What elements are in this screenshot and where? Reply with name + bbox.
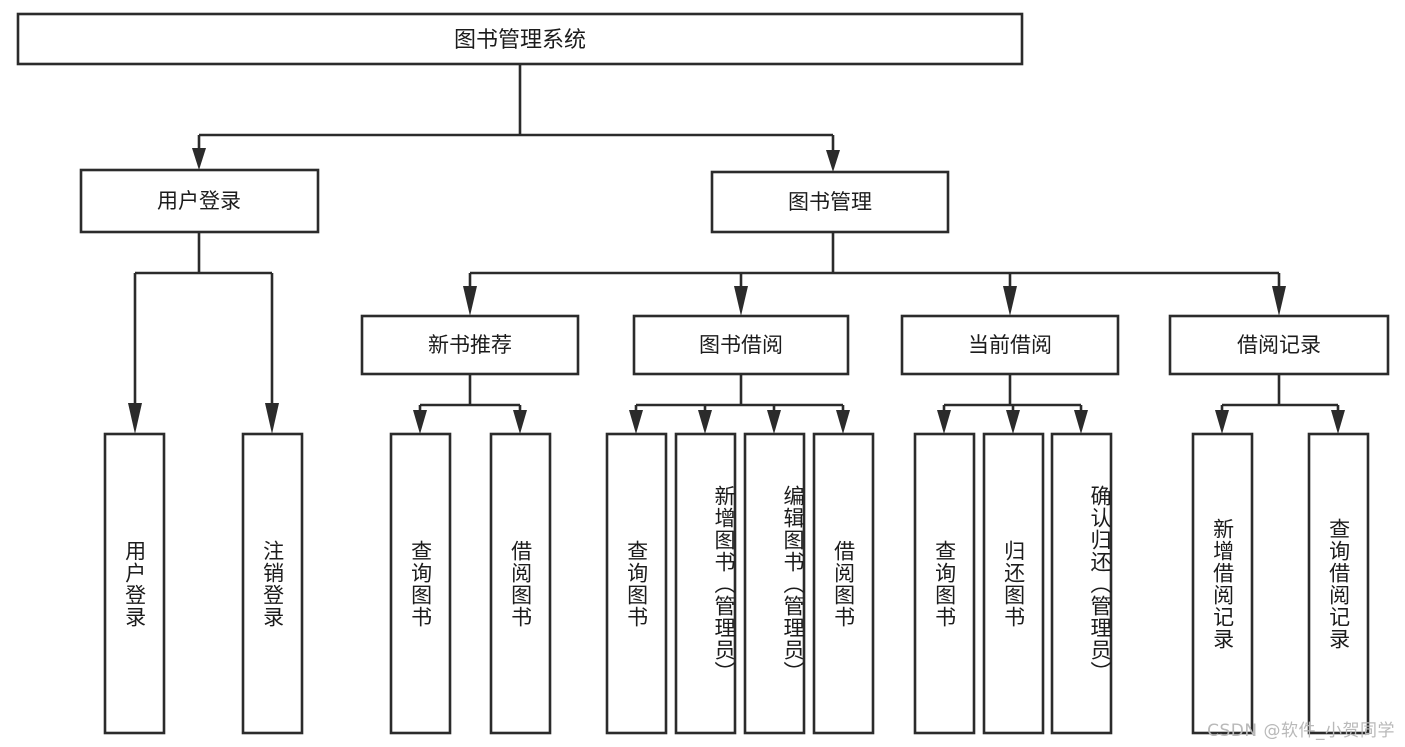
arrow-borrow-leaf-1 — [629, 410, 643, 434]
node-user-login-label: 用户登录 — [157, 189, 241, 213]
csdn-watermark: CSDN @软件_小贺同学 — [1207, 721, 1395, 741]
connector-group-userlogin-to-leaves — [128, 232, 279, 434]
node-borrow-record[interactable]: 借阅记录 — [1168, 314, 1390, 376]
node-book-borrow-box[interactable] — [632, 314, 850, 376]
arrow-userlogin-leaf-2 — [265, 403, 279, 434]
connector-group-borrow-to-leaves — [629, 374, 850, 434]
arrow-current-leaf-3 — [1074, 410, 1088, 434]
arrow-newbook-leaf-2 — [513, 410, 527, 434]
connector-group-current-to-leaves — [937, 374, 1088, 434]
connector-group-newbook-to-leaves — [413, 374, 527, 434]
arrow-bookmgmt-to-borrow — [734, 286, 748, 316]
node-book-borrow[interactable]: 图书借阅 — [632, 314, 850, 376]
arrow-borrow-leaf-2 — [698, 410, 712, 434]
arrow-bookmgmt-to-new-book — [463, 286, 477, 316]
node-book-management[interactable]: 图书管理 — [710, 170, 950, 234]
node-root-label: 图书管理系统 — [454, 28, 586, 53]
leaf-box-edit-book-admin[interactable] — [743, 432, 806, 735]
leaf-box-query-borrow-record[interactable] — [1307, 432, 1370, 735]
node-borrow-record-label: 借阅记录 — [1237, 333, 1321, 357]
arrow-current-leaf-1 — [937, 410, 951, 434]
leaf-box-return-books[interactable] — [982, 432, 1045, 735]
connector-group-record-to-leaves — [1215, 374, 1345, 434]
leaf-box-borrow-books-newbook[interactable] — [489, 432, 552, 735]
leaf-box-confirm-return-admin[interactable] — [1050, 432, 1113, 735]
node-root-box[interactable] — [16, 12, 1024, 66]
connector-group-root-to-level2 — [192, 64, 840, 172]
leaf-box-logout[interactable] — [241, 432, 304, 735]
arrow-root-to-user-login — [192, 148, 206, 170]
arrow-bookmgmt-to-record — [1272, 286, 1286, 316]
arrow-borrow-leaf-4 — [836, 410, 850, 434]
leaf-box-query-books-newbook[interactable] — [389, 432, 452, 735]
leaf-box-query-books-current[interactable] — [913, 432, 976, 735]
leaf-box-add-book-admin[interactable] — [674, 432, 737, 735]
leaf-box-borrow-books[interactable] — [812, 432, 875, 735]
arrow-userlogin-leaf-1 — [128, 403, 142, 434]
node-root[interactable]: 图书管理系统 — [16, 12, 1024, 66]
arrow-borrow-leaf-3 — [767, 410, 781, 434]
node-book-management-label: 图书管理 — [788, 190, 872, 214]
node-new-book-recommend-label: 新书推荐 — [428, 333, 512, 357]
node-new-book-recommend-box[interactable] — [360, 314, 580, 376]
node-new-book-recommend[interactable]: 新书推荐 — [360, 314, 580, 376]
connector-group-bookmgmt-to-level3 — [463, 232, 1286, 316]
arrow-newbook-leaf-1 — [413, 410, 427, 434]
leaf-box-add-borrow-record[interactable] — [1191, 432, 1254, 735]
leaf-box-query-books-borrow[interactable] — [605, 432, 668, 735]
arrow-current-leaf-2 — [1006, 410, 1020, 434]
arrow-record-leaf-1 — [1215, 410, 1229, 434]
node-borrow-record-box[interactable] — [1168, 314, 1390, 376]
node-current-borrow-label: 当前借阅 — [968, 333, 1052, 357]
node-user-login-box[interactable] — [79, 168, 320, 234]
node-current-borrow-box[interactable] — [900, 314, 1120, 376]
arrow-root-to-book-mgmt — [826, 150, 840, 172]
node-user-login[interactable]: 用户登录 — [79, 168, 320, 234]
node-current-borrow[interactable]: 当前借阅 — [900, 314, 1120, 376]
leaf-box-user-login[interactable] — [103, 432, 166, 735]
arrow-bookmgmt-to-current — [1003, 286, 1017, 316]
node-book-management-box[interactable] — [710, 170, 950, 234]
node-book-borrow-label: 图书借阅 — [699, 333, 783, 357]
arrow-record-leaf-2 — [1331, 410, 1345, 434]
